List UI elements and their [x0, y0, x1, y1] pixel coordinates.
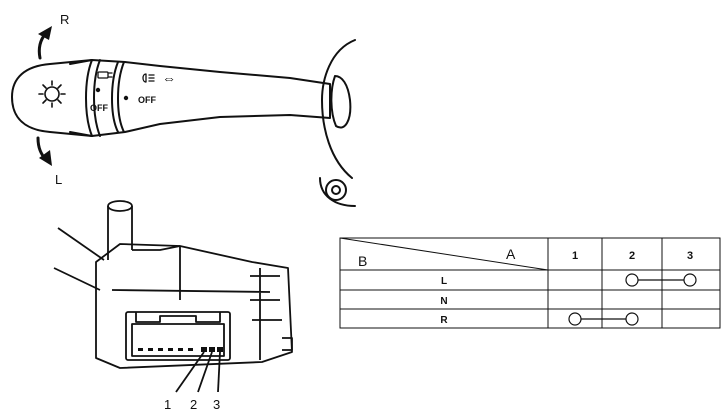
- row-label-r: R: [440, 315, 448, 326]
- connector-pins: [138, 347, 223, 352]
- table-border: [339, 237, 721, 329]
- turn-signal-lever-illustration: R L: [11, 12, 356, 207]
- row-label-l: L: [441, 276, 447, 287]
- connector-latch: [135, 312, 221, 323]
- parking-light-icon: [97, 71, 113, 79]
- wire-lower: [53, 267, 101, 291]
- ring-dot-1: [95, 87, 101, 93]
- switch-housing-detail: [111, 268, 282, 360]
- steering-column-inner: [330, 75, 352, 129]
- lever-ring-2: [93, 59, 101, 137]
- headlight-icon: [38, 80, 66, 108]
- turn-indicator-icon: ⇔: [162, 70, 176, 86]
- leader-line-pin-1: [175, 351, 205, 393]
- ring-dot-2: [123, 95, 129, 101]
- column-bolt-outer: [325, 179, 347, 201]
- column-bolt-inner: [331, 185, 341, 195]
- row-label-n: N: [440, 296, 447, 307]
- switch-stem: [107, 206, 133, 260]
- fog-light-icon: [142, 73, 155, 83]
- pin-label-1: 1: [164, 397, 171, 412]
- off-label-2: OFF: [138, 95, 156, 105]
- connector-face: [125, 311, 231, 361]
- lever-end-cap: [11, 59, 93, 137]
- leader-line-pin-2: [197, 351, 213, 393]
- connector-inner: [131, 323, 225, 357]
- pin-label-2: 2: [190, 397, 197, 412]
- continuity-circle-row-l-terminal-3: [683, 273, 697, 287]
- arrow-up-head: [38, 26, 52, 40]
- pin-label-3: 3: [213, 397, 220, 412]
- continuity-circle-row-r-terminal-1: [568, 312, 582, 326]
- continuity-circle-row-r-terminal-2: [625, 312, 639, 326]
- lever-ring-3: [111, 61, 119, 133]
- header-diagonal: [339, 237, 549, 271]
- switch-housing: [95, 243, 293, 369]
- continuity-circle-row-l-terminal-2: [625, 273, 639, 287]
- wire-upper: [57, 227, 105, 261]
- table-corner-a: A: [506, 246, 516, 262]
- arrow-down-head: [39, 150, 52, 166]
- lever-stalk: [69, 59, 331, 137]
- table-corner-b: B: [358, 253, 367, 269]
- lever-ring-1: [85, 59, 93, 137]
- switch-housing-ridge: [132, 245, 181, 300]
- off-label-1: OFF: [90, 103, 108, 113]
- switch-side-tab: [282, 337, 293, 351]
- arrow-up-label: R: [60, 12, 69, 27]
- steering-column-shroud: [321, 39, 356, 179]
- continuity-marks: [568, 273, 697, 326]
- continuity-table: [339, 237, 721, 329]
- lever-ring-4: [117, 61, 125, 133]
- leader-line-pin-3: [217, 351, 221, 393]
- column-header-2: 2: [629, 250, 635, 262]
- column-header-1: 1: [572, 250, 578, 262]
- switch-stem-top: [107, 200, 133, 212]
- arrow-down-label: L: [55, 172, 62, 187]
- switch-connector-illustration: [53, 200, 293, 393]
- column-header-3: 3: [687, 250, 693, 262]
